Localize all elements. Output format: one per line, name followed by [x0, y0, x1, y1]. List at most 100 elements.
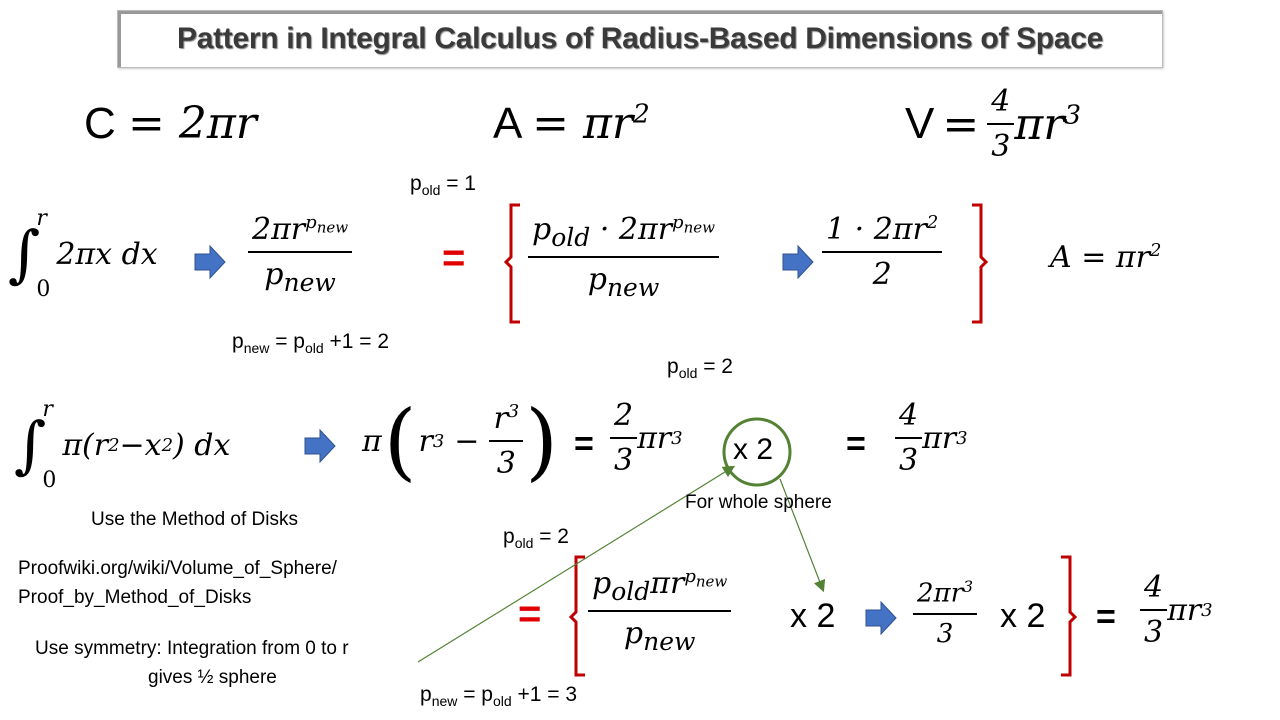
denominator: 3 — [614, 443, 634, 478]
sub: old — [678, 365, 698, 382]
a-exp: 2 — [632, 98, 650, 130]
p: p — [232, 330, 244, 353]
exp: 3 — [963, 578, 973, 596]
integrand-b: −x — [119, 427, 162, 463]
arrow-right-icon — [782, 244, 814, 280]
area-formula: A = πr2 — [493, 98, 650, 149]
right-bracket — [972, 203, 989, 324]
denominator: 2 — [872, 257, 892, 292]
arrow-right-icon — [865, 600, 897, 636]
den-sub: new — [283, 268, 336, 297]
rest: = 2 — [533, 525, 569, 548]
a-label: A — [493, 99, 520, 148]
sub: new — [243, 340, 270, 357]
v-den: 3 — [991, 129, 1011, 164]
integrand: 2πx dx — [56, 236, 158, 272]
p: p — [410, 172, 422, 195]
exp: p — [305, 212, 317, 233]
lower-limit: 0 — [36, 277, 51, 302]
integrand-a: π(r — [62, 427, 109, 463]
p: p — [667, 355, 679, 378]
proofwiki-link-line1[interactable]: Proofwiki.org/wiki/Volume_of_Sphere/ — [18, 558, 337, 579]
num-b: · 2πr — [590, 212, 673, 247]
circumference-formula: C = 2πr — [84, 98, 257, 149]
den-sub: new — [606, 273, 660, 302]
sub: new — [431, 693, 458, 710]
pi: π — [362, 423, 382, 459]
result-text: A = πr — [1050, 240, 1150, 275]
denominator: 3 — [936, 618, 954, 649]
a-rhs: = πr — [532, 98, 633, 149]
result-exp: 2 — [1149, 240, 1162, 261]
lower-limit: 0 — [42, 468, 57, 493]
highlight-circle — [722, 417, 792, 487]
r: r — [418, 423, 433, 459]
numerator: 2πr — [252, 212, 306, 247]
sub: old — [514, 535, 534, 552]
right-paren: ) — [525, 392, 559, 490]
p: p — [420, 683, 432, 706]
equals: = — [1096, 598, 1116, 636]
equals: = — [574, 425, 594, 463]
mid: = p — [457, 683, 493, 706]
numerator: 4 — [895, 398, 923, 439]
exp: 2 — [161, 434, 174, 456]
method-note: Use the Method of Disks — [91, 509, 298, 530]
num-a: p — [532, 212, 552, 247]
v-label: V — [905, 99, 935, 148]
times-two: x 2 — [790, 597, 836, 635]
num-a-sub: old — [551, 223, 591, 252]
row1-result: A = πr2 — [1050, 240, 1161, 275]
rest: πr — [922, 420, 957, 456]
exp: 2 — [926, 212, 939, 233]
proofwiki-link-line2[interactable]: Proof_by_Method_of_Disks — [18, 587, 252, 608]
upper-limit: r — [42, 397, 53, 422]
integral-sign: ∫ — [8, 217, 41, 290]
times-two: x 2 — [1000, 597, 1046, 635]
num-a-sub: old — [611, 577, 651, 606]
exp: 3 — [507, 401, 520, 422]
rest: = 2 — [697, 355, 733, 378]
exp: 3 — [432, 430, 445, 452]
p-old-label: pold = 1 — [410, 172, 476, 198]
exp: 3 — [671, 427, 683, 449]
exp: 3 — [956, 427, 968, 449]
right-bracket — [1061, 555, 1078, 677]
pointer-line — [779, 478, 826, 593]
equals: = — [846, 425, 866, 463]
exp: 3 — [1201, 599, 1213, 621]
integral-sign: ∫ — [14, 408, 47, 481]
rest: πr — [637, 420, 672, 456]
times-two: x 2 — [733, 433, 774, 466]
symmetry-note-line2: gives ½ sphere — [148, 667, 277, 688]
p-new-label: pnew = pold +1 = 3 — [420, 683, 577, 709]
upper-limit: r — [36, 206, 47, 231]
numerator: 2 — [610, 398, 638, 439]
p-old-label: pold = 2 — [667, 355, 733, 381]
left-paren: ( — [383, 392, 417, 490]
v-exp: 3 — [1064, 98, 1082, 130]
exp-sub: new — [316, 218, 349, 237]
symmetry-note-line1: Use symmetry: Integration from 0 to r — [35, 638, 349, 659]
row1-integral: ∫ r 0 2πx dx — [8, 206, 158, 302]
denominator: 3 — [1144, 615, 1164, 650]
exp-sub: new — [683, 218, 715, 237]
slide-title: Pattern in Integral Calculus of Radius-B… — [176, 22, 1103, 55]
p-old-label: pold = 2 — [503, 525, 569, 551]
title-box: Pattern in Integral Calculus of Radius-B… — [117, 10, 1163, 68]
left-bracket — [568, 555, 585, 677]
p: p — [503, 525, 515, 548]
num-b: πr — [650, 566, 685, 601]
exp-sub: new — [695, 572, 728, 591]
rest: πr — [1167, 592, 1202, 628]
rest: +1 = 2 — [323, 330, 390, 353]
